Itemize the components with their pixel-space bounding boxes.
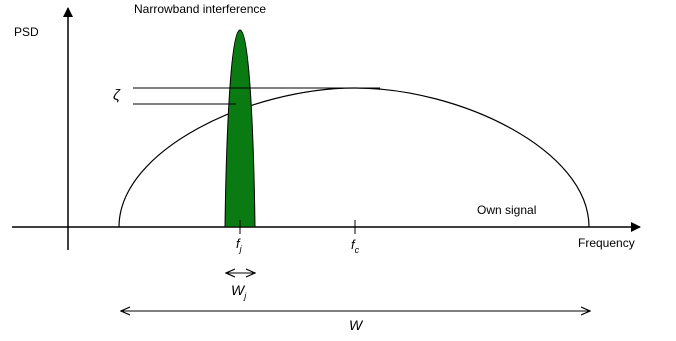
interference-spike <box>224 29 256 228</box>
interference-label: Narrowband interference <box>134 2 266 16</box>
x-axis-label: Frequency <box>578 236 635 250</box>
zeta-symbol: ζ <box>113 87 121 104</box>
w-label: W <box>349 317 364 333</box>
own-signal-label: Own signal <box>477 203 536 217</box>
fc-label: fc <box>351 237 360 255</box>
fj-label: fj <box>236 236 243 254</box>
y-axis-label: PSD <box>14 25 39 39</box>
wj-label: Wj <box>231 282 247 301</box>
